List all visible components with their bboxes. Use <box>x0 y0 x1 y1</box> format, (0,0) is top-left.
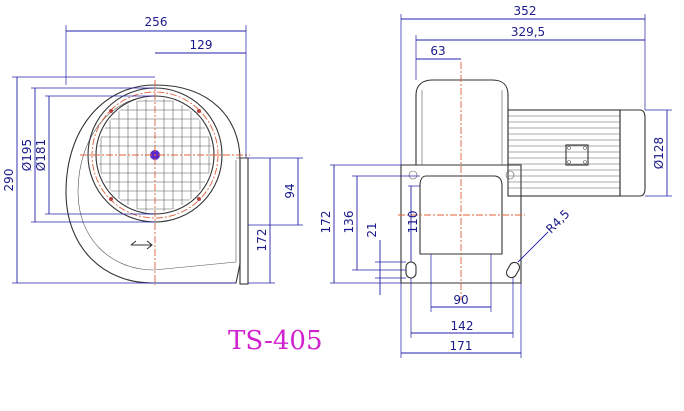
motor-fins <box>507 109 621 197</box>
dim-inner-diameter: Ø181 <box>34 139 48 171</box>
dim-outlet-height: 94 <box>283 183 297 198</box>
bolt-circle <box>91 91 219 219</box>
dim-base-height: 172 <box>319 211 333 234</box>
bolt-hole <box>109 197 113 201</box>
radius-leader <box>517 231 549 263</box>
bolt-hole <box>197 197 201 201</box>
dim-base-width: 171 <box>450 339 473 353</box>
housing-block <box>415 79 509 165</box>
mounting-slot-left <box>405 261 417 279</box>
mounting-slot-right <box>505 261 521 279</box>
bolt-hole <box>109 109 113 113</box>
dim-fillet-radius: R4,5 <box>543 207 572 236</box>
dim-overall-height: 290 <box>2 169 16 192</box>
dim-overall-width: 256 <box>145 15 168 29</box>
volute-inner-line <box>77 95 237 271</box>
outlet-flange <box>239 157 249 285</box>
bolt-hole <box>197 109 201 113</box>
dim-slot-height: 110 <box>406 211 420 234</box>
side-view: 352 329,5 63 Ø128 172 136 21 110 R4,5 <box>319 4 672 358</box>
dim-opening-height: 136 <box>342 211 356 234</box>
dim-flange-offset: 63 <box>430 44 445 58</box>
dim-motor-length: 329,5 <box>511 25 545 39</box>
rotation-arrow-icon <box>130 240 153 250</box>
model-label: TS-405 <box>228 326 323 356</box>
dim-outer-diameter: Ø195 <box>20 139 34 171</box>
corner-hole <box>505 170 515 180</box>
inlet-opening <box>419 175 503 255</box>
dim-overall-length: 352 <box>514 4 537 18</box>
terminal-box <box>565 144 589 166</box>
dim-hole-spacing: 142 <box>451 319 474 333</box>
front-view: 256 129 290 Ø195 Ø181 94 172 <box>2 15 303 285</box>
dim-slot-offset: 21 <box>365 222 379 237</box>
dim-opening-width: 90 <box>453 293 468 307</box>
volute-housing <box>65 84 241 284</box>
corner-hole <box>408 170 418 180</box>
motor-end-cap <box>619 109 646 197</box>
dim-center-to-outlet: 129 <box>190 38 213 52</box>
dim-lower-height: 172 <box>255 229 269 252</box>
dim-motor-diameter: Ø128 <box>652 137 666 169</box>
